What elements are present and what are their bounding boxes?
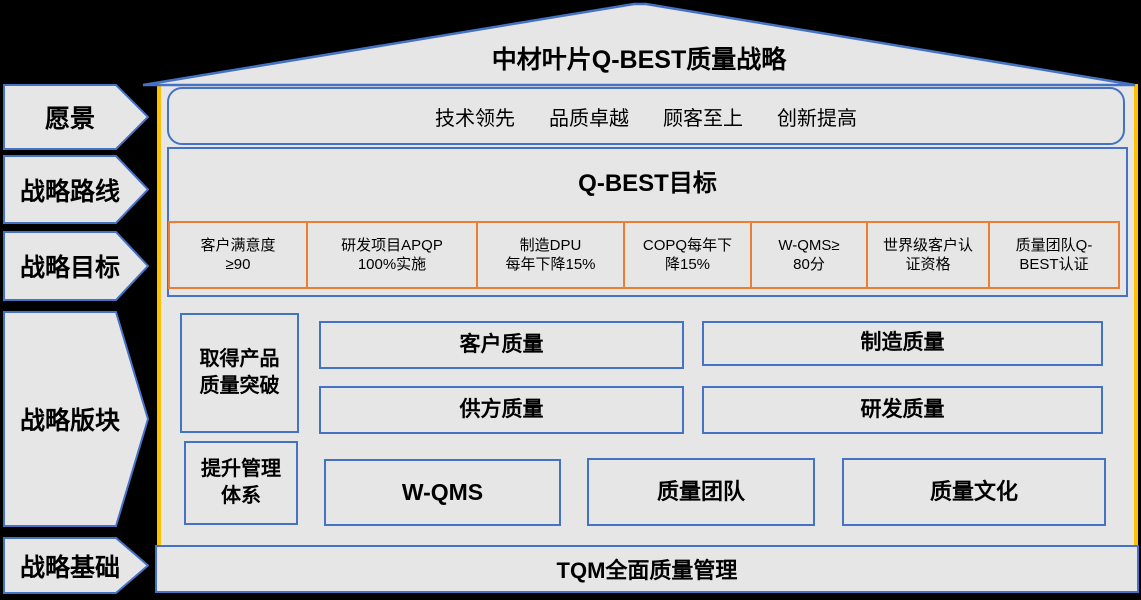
- goal-item: 客户满意度 ≥90: [168, 221, 308, 289]
- goal-item: W-QMS≥ 80分: [750, 221, 868, 289]
- pentagon-arrow-icon: [3, 311, 149, 527]
- sidebar-arrow-goals: 战略目标: [3, 231, 149, 301]
- sidebar-arrow-label: 战略版块: [19, 407, 120, 435]
- vision-phrase: 品质卓越: [549, 107, 629, 130]
- block-quality-culture: 质量文化: [842, 458, 1106, 526]
- vision-phrase: 创新提高: [777, 107, 857, 130]
- block-rnd-quality: 研发质量: [702, 386, 1103, 434]
- block-product-breakthrough: 取得产品 质量突破: [180, 313, 299, 433]
- pentagon-arrow-icon: [3, 231, 149, 301]
- goal-item: 研发项目APQP 100%实施: [306, 221, 478, 289]
- pentagon-arrow-icon: [3, 84, 149, 150]
- block-wqms: W-QMS: [324, 459, 561, 526]
- sidebar-arrow-foundation: 战略基础: [3, 537, 149, 594]
- sidebar-arrow-label: 战略路线: [19, 177, 120, 206]
- sidebar-arrow-route: 战略路线: [3, 155, 149, 224]
- sidebar-arrow-sections: 战略版块: [3, 311, 149, 527]
- block-management-system: 提升管理 体系: [184, 441, 298, 525]
- page-title: 中材叶片Q-BEST质量战略: [491, 46, 787, 74]
- vision-phrase: 顾客至上: [663, 107, 743, 130]
- vision-box: 技术领先 品质卓越 顾客至上 创新提高: [167, 87, 1125, 145]
- block-quality-team: 质量团队: [587, 458, 815, 526]
- vision-phrase: 技术领先: [435, 107, 515, 130]
- block-manufacturing-quality: 制造质量: [702, 321, 1103, 366]
- block-customer-quality: 客户质量: [319, 321, 684, 369]
- sidebar-arrow-label: 愿景: [44, 105, 95, 133]
- roof-shape: [142, 2, 1136, 87]
- tqm-foundation-bar: TQM全面质量管理: [155, 545, 1139, 593]
- goals-row: 客户满意度 ≥90 研发项目APQP 100%实施 制造DPU 每年下降15% …: [168, 221, 1120, 289]
- sidebar-arrow-label: 战略目标: [19, 254, 120, 282]
- goal-item: 世界级客户认 证资格: [866, 221, 990, 289]
- goals-title: Q-BEST目标: [578, 170, 717, 197]
- sidebar-arrow-label: 战略基础: [19, 553, 120, 582]
- sidebar-arrow-vision: 愿景: [3, 84, 149, 150]
- goal-item: 质量团队Q- BEST认证: [988, 221, 1120, 289]
- goal-item: 制造DPU 每年下降15%: [476, 221, 625, 289]
- block-supplier-quality: 供方质量: [319, 386, 684, 434]
- pentagon-arrow-icon: [3, 537, 149, 594]
- goal-item: COPQ每年下 降15%: [623, 221, 752, 289]
- pentagon-arrow-icon: [3, 155, 149, 224]
